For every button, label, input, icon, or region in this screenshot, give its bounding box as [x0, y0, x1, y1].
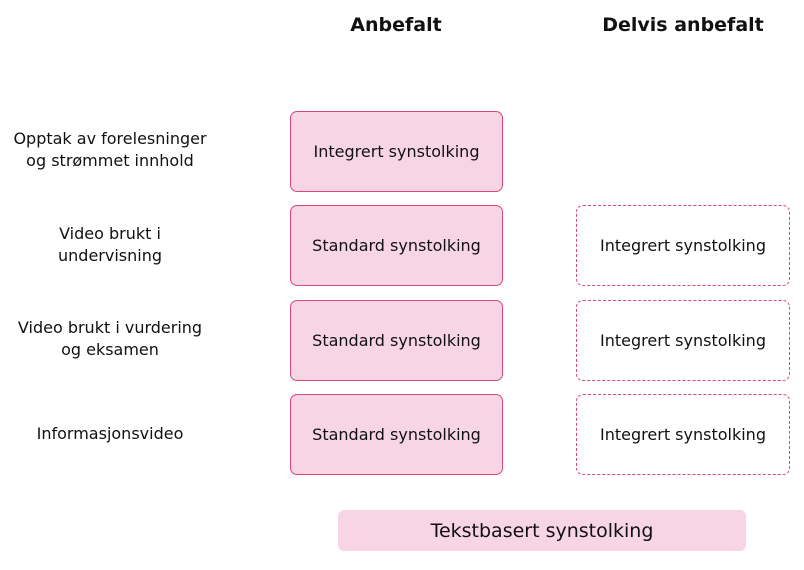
- header-partially-recommended: Delvis anbefalt: [602, 14, 764, 36]
- header-recommended: Anbefalt: [350, 14, 442, 36]
- row-label-assessment-video: Video brukt i vurdering og eksamen: [4, 306, 216, 372]
- row-label-line: Video brukt i: [59, 224, 161, 243]
- partial-box-assessment-video: Integrert synstolking: [576, 300, 790, 381]
- recommended-box-information-video: Standard synstolking: [290, 394, 503, 475]
- row-label-teaching-video: Video brukt i undervisning: [4, 212, 216, 278]
- row-label-line: Informasjonsvideo: [36, 424, 184, 443]
- recommended-box-teaching-video: Standard synstolking: [290, 205, 503, 286]
- row-label-line: og strømmet innhold: [26, 151, 194, 170]
- row-label-line: Video brukt i vurdering: [17, 318, 203, 337]
- text-based-description-bar: Tekstbasert synstolking: [338, 510, 746, 551]
- row-label-information-video: Informasjonsvideo: [4, 401, 216, 467]
- recommended-box-assessment-video: Standard synstolking: [290, 300, 503, 381]
- row-label-line: Opptak av forelesninger: [13, 129, 207, 148]
- row-label-lecture-recordings: Opptak av forelesninger og strømmet innh…: [4, 117, 216, 183]
- recommended-box-lecture-recordings: Integrert synstolking: [290, 111, 503, 192]
- row-label-line: undervisning: [58, 246, 162, 265]
- partial-box-information-video: Integrert synstolking: [576, 394, 790, 475]
- row-label-line: og eksamen: [61, 340, 159, 359]
- partial-box-teaching-video: Integrert synstolking: [576, 205, 790, 286]
